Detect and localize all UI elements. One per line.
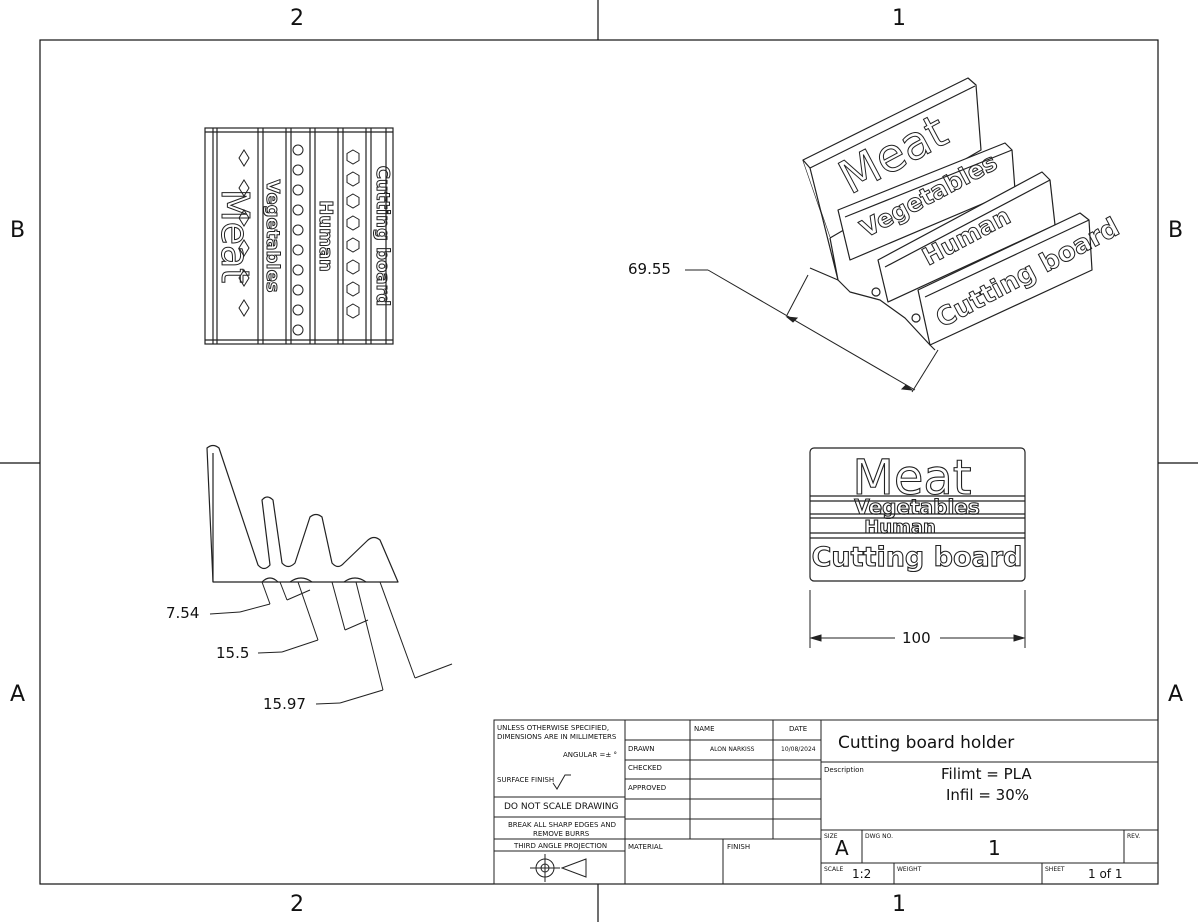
front-view [809, 447, 1026, 582]
scale-value: 1:2 [852, 867, 872, 881]
size-value: A [835, 836, 849, 860]
zone-label-top-1: 1 [892, 6, 906, 31]
top-view-labels: Meat Vegetables Human Cutting board [213, 165, 394, 307]
scale-label: SCALE [824, 866, 844, 873]
description-line-2: Infil = 30% [946, 786, 1029, 804]
zone-label-bottom-1: 1 [892, 892, 906, 917]
tolerance-note-line-2: DIMENSIONS ARE IN MILLIMETERS [497, 733, 617, 741]
projection-label: THIRD ANGLE PROJECTION [514, 842, 608, 850]
tolerance-note-line-1: UNLESS OTHERWISE SPECIFIED, [497, 724, 610, 732]
material-label: MATERIAL [628, 843, 663, 851]
front-meat-label: Meat [852, 450, 971, 506]
checked-row-label: CHECKED [628, 764, 662, 772]
side-view-dimensions [209, 581, 453, 705]
dimension-depth: 69.55 [628, 260, 671, 278]
zone-label-right-a: A [1168, 682, 1184, 707]
surface-finish-label: SURFACE FINISH [497, 776, 555, 784]
weight-label: WEIGHT [897, 866, 922, 873]
zone-label-top-2: 2 [290, 6, 304, 31]
side-view [206, 444, 399, 583]
top-view-human-label: Human [315, 200, 336, 272]
sheet-value: 1 of 1 [1088, 867, 1123, 881]
front-view-dimension [809, 590, 1026, 648]
top-view-cutting-board-label: Cutting board [372, 166, 393, 307]
dimension-width: 100 [902, 629, 931, 647]
drawn-by-name: ALON NARKISS [710, 746, 755, 753]
top-view-vegetables-label: Vegetables [262, 180, 283, 293]
isometric-view [802, 77, 1093, 351]
angular-tolerance: ANGULAR =± ° [563, 751, 617, 759]
zone-label-left-b: B [10, 218, 26, 243]
break-edges-note-line-1: BREAK ALL SHARP EDGES AND [508, 821, 617, 829]
dimension-gap-2: 15.5 [216, 644, 250, 662]
dwg-no-label: DWG NO. [865, 833, 893, 840]
top-view-meat-label: Meat [213, 189, 257, 283]
projection-symbol [530, 854, 587, 882]
front-cutting-board-label: Cutting board [812, 542, 1023, 573]
dimension-gap-3: 15.97 [263, 695, 306, 713]
break-edges-note-line-2: REMOVE BURRS [533, 830, 590, 838]
sheet-label: SHEET [1045, 866, 1065, 873]
name-column-header: NAME [694, 725, 715, 733]
zone-label-bottom-2: 2 [290, 892, 304, 917]
size-label: SIZE [824, 833, 838, 840]
front-human-label: Human [864, 517, 936, 538]
front-view-labels: Meat Vegetables Human Cutting board [811, 449, 1023, 573]
drawn-row-label: DRAWN [628, 745, 655, 753]
description-label: Description [824, 766, 864, 774]
zone-label-right-b: B [1168, 218, 1184, 243]
date-column-header: DATE [789, 725, 808, 733]
iso-dimension [685, 269, 939, 393]
finish-label: FINISH [727, 843, 751, 851]
description-line-1: Filimt = PLA [941, 765, 1032, 783]
do-not-scale-note: DO NOT SCALE DRAWING [504, 802, 619, 812]
drawn-date: 10/08/2024 [781, 746, 816, 753]
surface-finish-symbol [552, 774, 571, 790]
approved-row-label: APPROVED [628, 784, 667, 792]
zone-label-left-a: A [10, 682, 26, 707]
rev-label: REV. [1127, 833, 1141, 840]
dwg-no-value: 1 [988, 836, 1001, 860]
dimension-gap-1: 7.54 [166, 604, 200, 622]
title-block [493, 719, 1159, 885]
top-view [204, 127, 394, 345]
drawing-title: Cutting board holder [838, 733, 1015, 753]
front-vegetables-label: Vegetables [854, 495, 980, 519]
